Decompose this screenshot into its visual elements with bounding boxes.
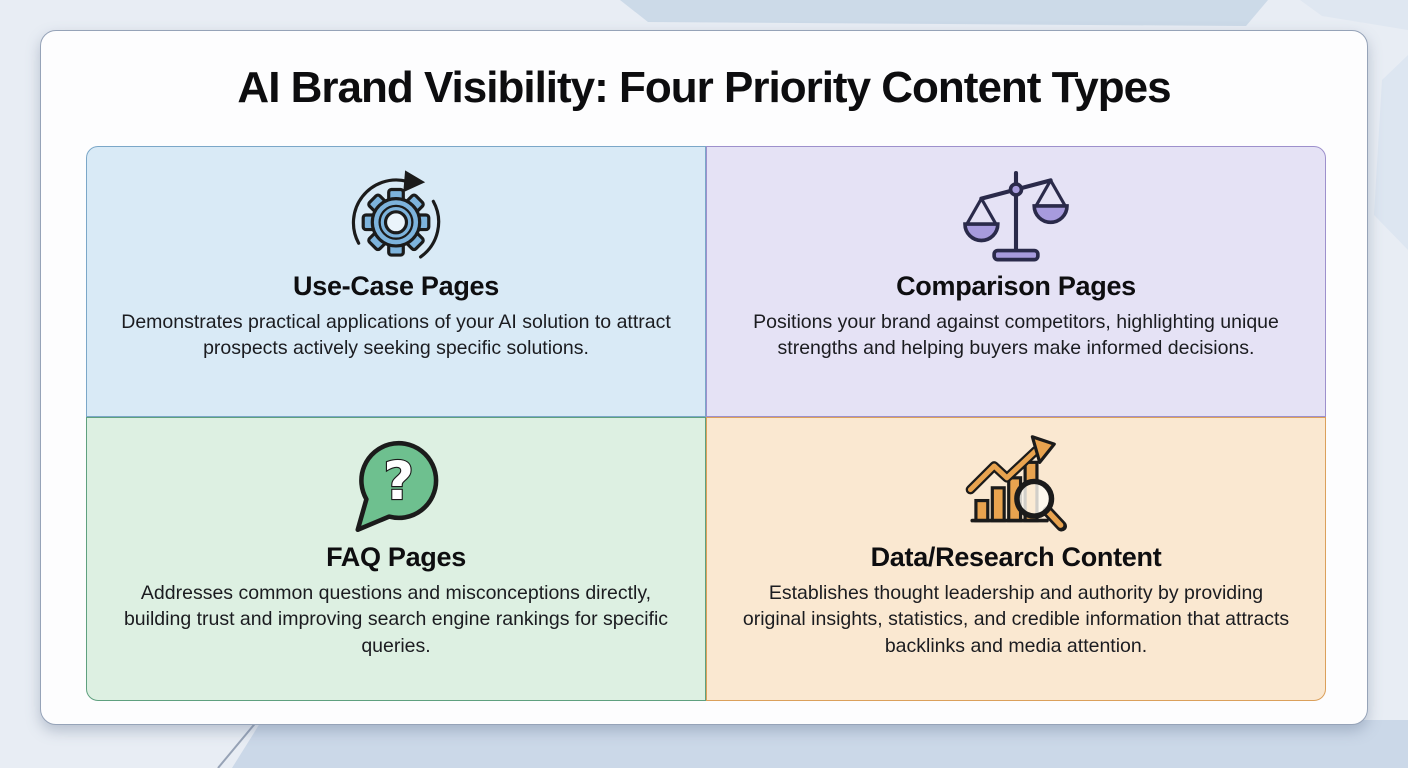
gear-sync-icon <box>351 170 441 259</box>
chart-growth-magnifier-icon <box>965 435 1067 532</box>
quadrant-data-research-content: Data/Research Content Establishes though… <box>706 417 1326 701</box>
quadrant-description: Demonstrates practical applications of y… <box>121 311 671 360</box>
quadrant-heading: Use-Case Pages <box>293 271 499 301</box>
question-mark-glyph: ? <box>383 451 414 512</box>
quadrant-description: Addresses common questions and misconcep… <box>123 582 669 657</box>
quadrant-heading: Data/Research Content <box>870 542 1162 572</box>
quadrant-heading: Comparison Pages <box>896 271 1136 301</box>
quadrant-use-case-pages: Use-Case Pages Demonstrates practical ap… <box>86 146 706 417</box>
question-bubble-icon: ? <box>355 440 439 532</box>
quadrant-comparison-pages: Comparison Pages Positions your brand ag… <box>706 146 1326 417</box>
balance-scale-icon <box>963 171 1069 262</box>
page-title: AI Brand Visibility: Four Priority Conte… <box>237 63 1171 112</box>
quadrant-description: Establishes thought leadership and autho… <box>742 582 1290 657</box>
quadrant-grid: Use-Case Pages Demonstrates practical ap… <box>86 146 1326 701</box>
infographic-card: AI Brand Visibility: Four Priority Conte… <box>40 30 1368 725</box>
quadrant-faq-pages: ? FAQ Pages Addresses common questions a… <box>86 417 706 701</box>
quadrant-heading: FAQ Pages <box>326 542 466 572</box>
quadrant-description: Positions your brand against competitors… <box>753 311 1279 360</box>
